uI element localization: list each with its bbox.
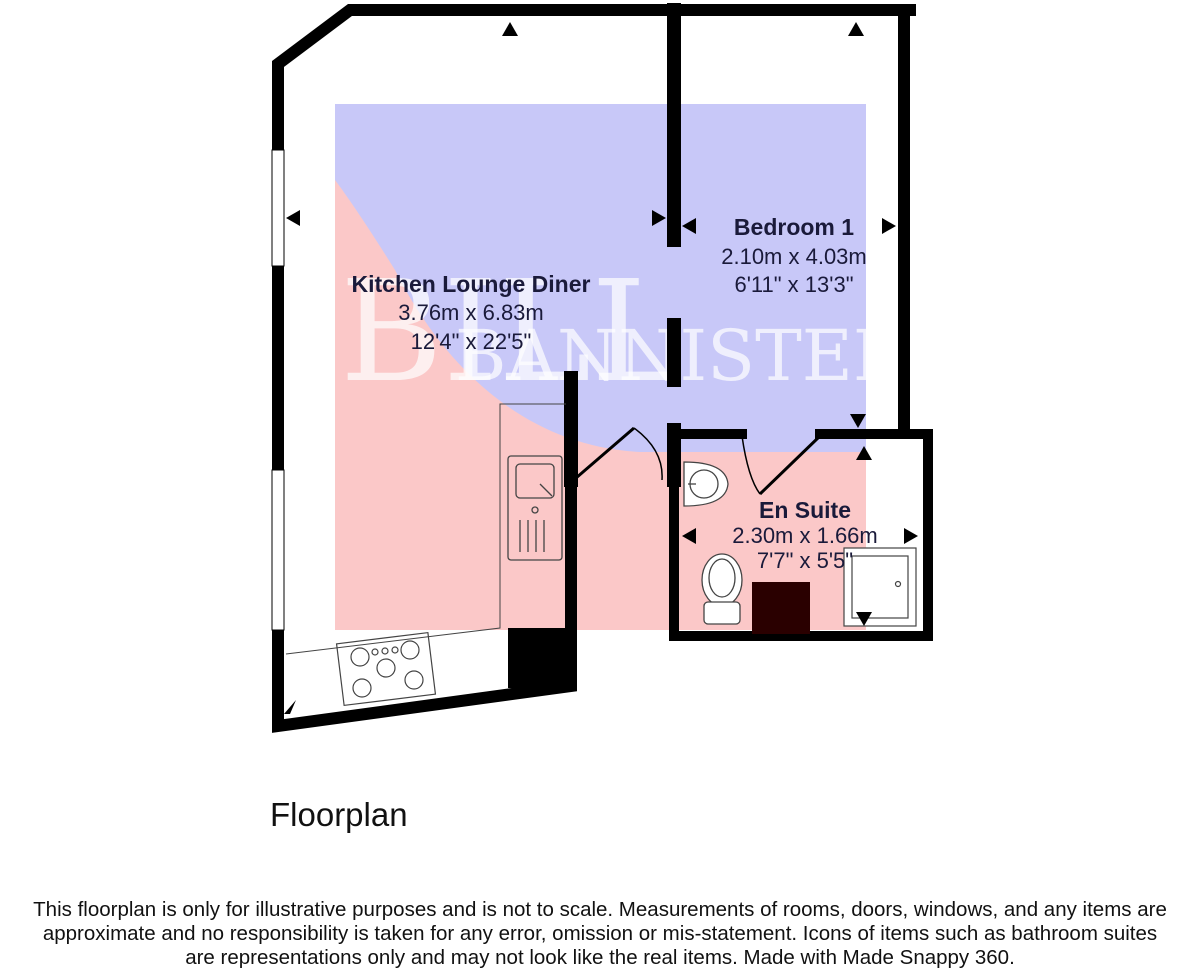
room-label-kitchen: Kitchen Lounge Diner 3.76m x 6.83m 12'4"… [352,271,591,354]
floorplan-drawing: BILL BANNISTER [271,3,933,733]
arrow-marker-icon [682,218,696,234]
arrow-marker-icon [502,22,518,36]
door-lounge-leaf [575,426,635,480]
overlay-blue [335,104,866,452]
arrow-marker-icon [682,528,696,544]
window-upper [271,149,285,267]
room-imperial: 12'4" x 22'5" [411,329,532,354]
door-ensuite-swing [741,435,761,495]
door-ensuite-leaf [758,434,822,496]
disclaimer: This floorplan is only for illustrative … [0,898,1200,970]
disclaimer-line: This floorplan is only for illustrative … [33,898,1167,921]
room-metric: 2.10m x 4.03m [721,244,867,269]
arrow-marker-icon [856,612,872,626]
room-name: Kitchen Lounge Diner [352,271,591,297]
watermark-line2: BANNISTER [455,315,908,397]
arrow-marker-icon [848,22,864,36]
basin-icon [683,461,729,507]
door-lounge-swing [633,427,663,481]
room-metric: 2.30m x 1.66m [732,523,878,548]
shower-tray-icon [843,547,917,627]
disclaimer-line: approximate and no responsibility is tak… [42,922,1158,945]
room-label-ensuite: En Suite 2.30m x 1.66m 7'7" x 5'5" [732,497,878,573]
room-name: En Suite [759,497,851,523]
room-imperial: 7'7" x 5'5" [757,548,853,573]
floorplan-caption: Floorplan [270,796,408,833]
cupboard-block [508,628,574,688]
kitchen-units [285,403,566,655]
boxing-block [752,582,810,634]
hob-icon [335,631,437,707]
toilet-icon [701,553,743,625]
disclaimer-line: are representations only and may not loo… [185,946,1015,969]
room-label-bedroom: Bedroom 1 2.10m x 4.03m 6'11" x 13'3" [721,214,867,297]
arrow-marker-icon [904,528,918,544]
window-lower [271,469,285,631]
watermark-line1: BILL [340,251,684,414]
room-imperial: 6'11" x 13'3" [734,272,853,297]
ensuite-wall [669,429,933,641]
arrow-marker-icon [652,210,666,226]
room-metric: 3.76m x 6.83m [398,300,544,325]
arrow-marker-icon [850,414,866,428]
doors [575,426,822,496]
arrow-marker-icon [284,700,296,714]
sink-icon [507,455,563,561]
counter-outline [285,403,566,655]
windows [271,149,285,631]
arrow-marker-icon [856,446,872,460]
watermark-overlay: BILL BANNISTER [335,104,908,630]
room-name: Bedroom 1 [734,214,854,240]
arrow-marker-icon [286,210,300,226]
arrow-marker-icons [284,22,918,714]
arrow-marker-icon [882,218,896,234]
